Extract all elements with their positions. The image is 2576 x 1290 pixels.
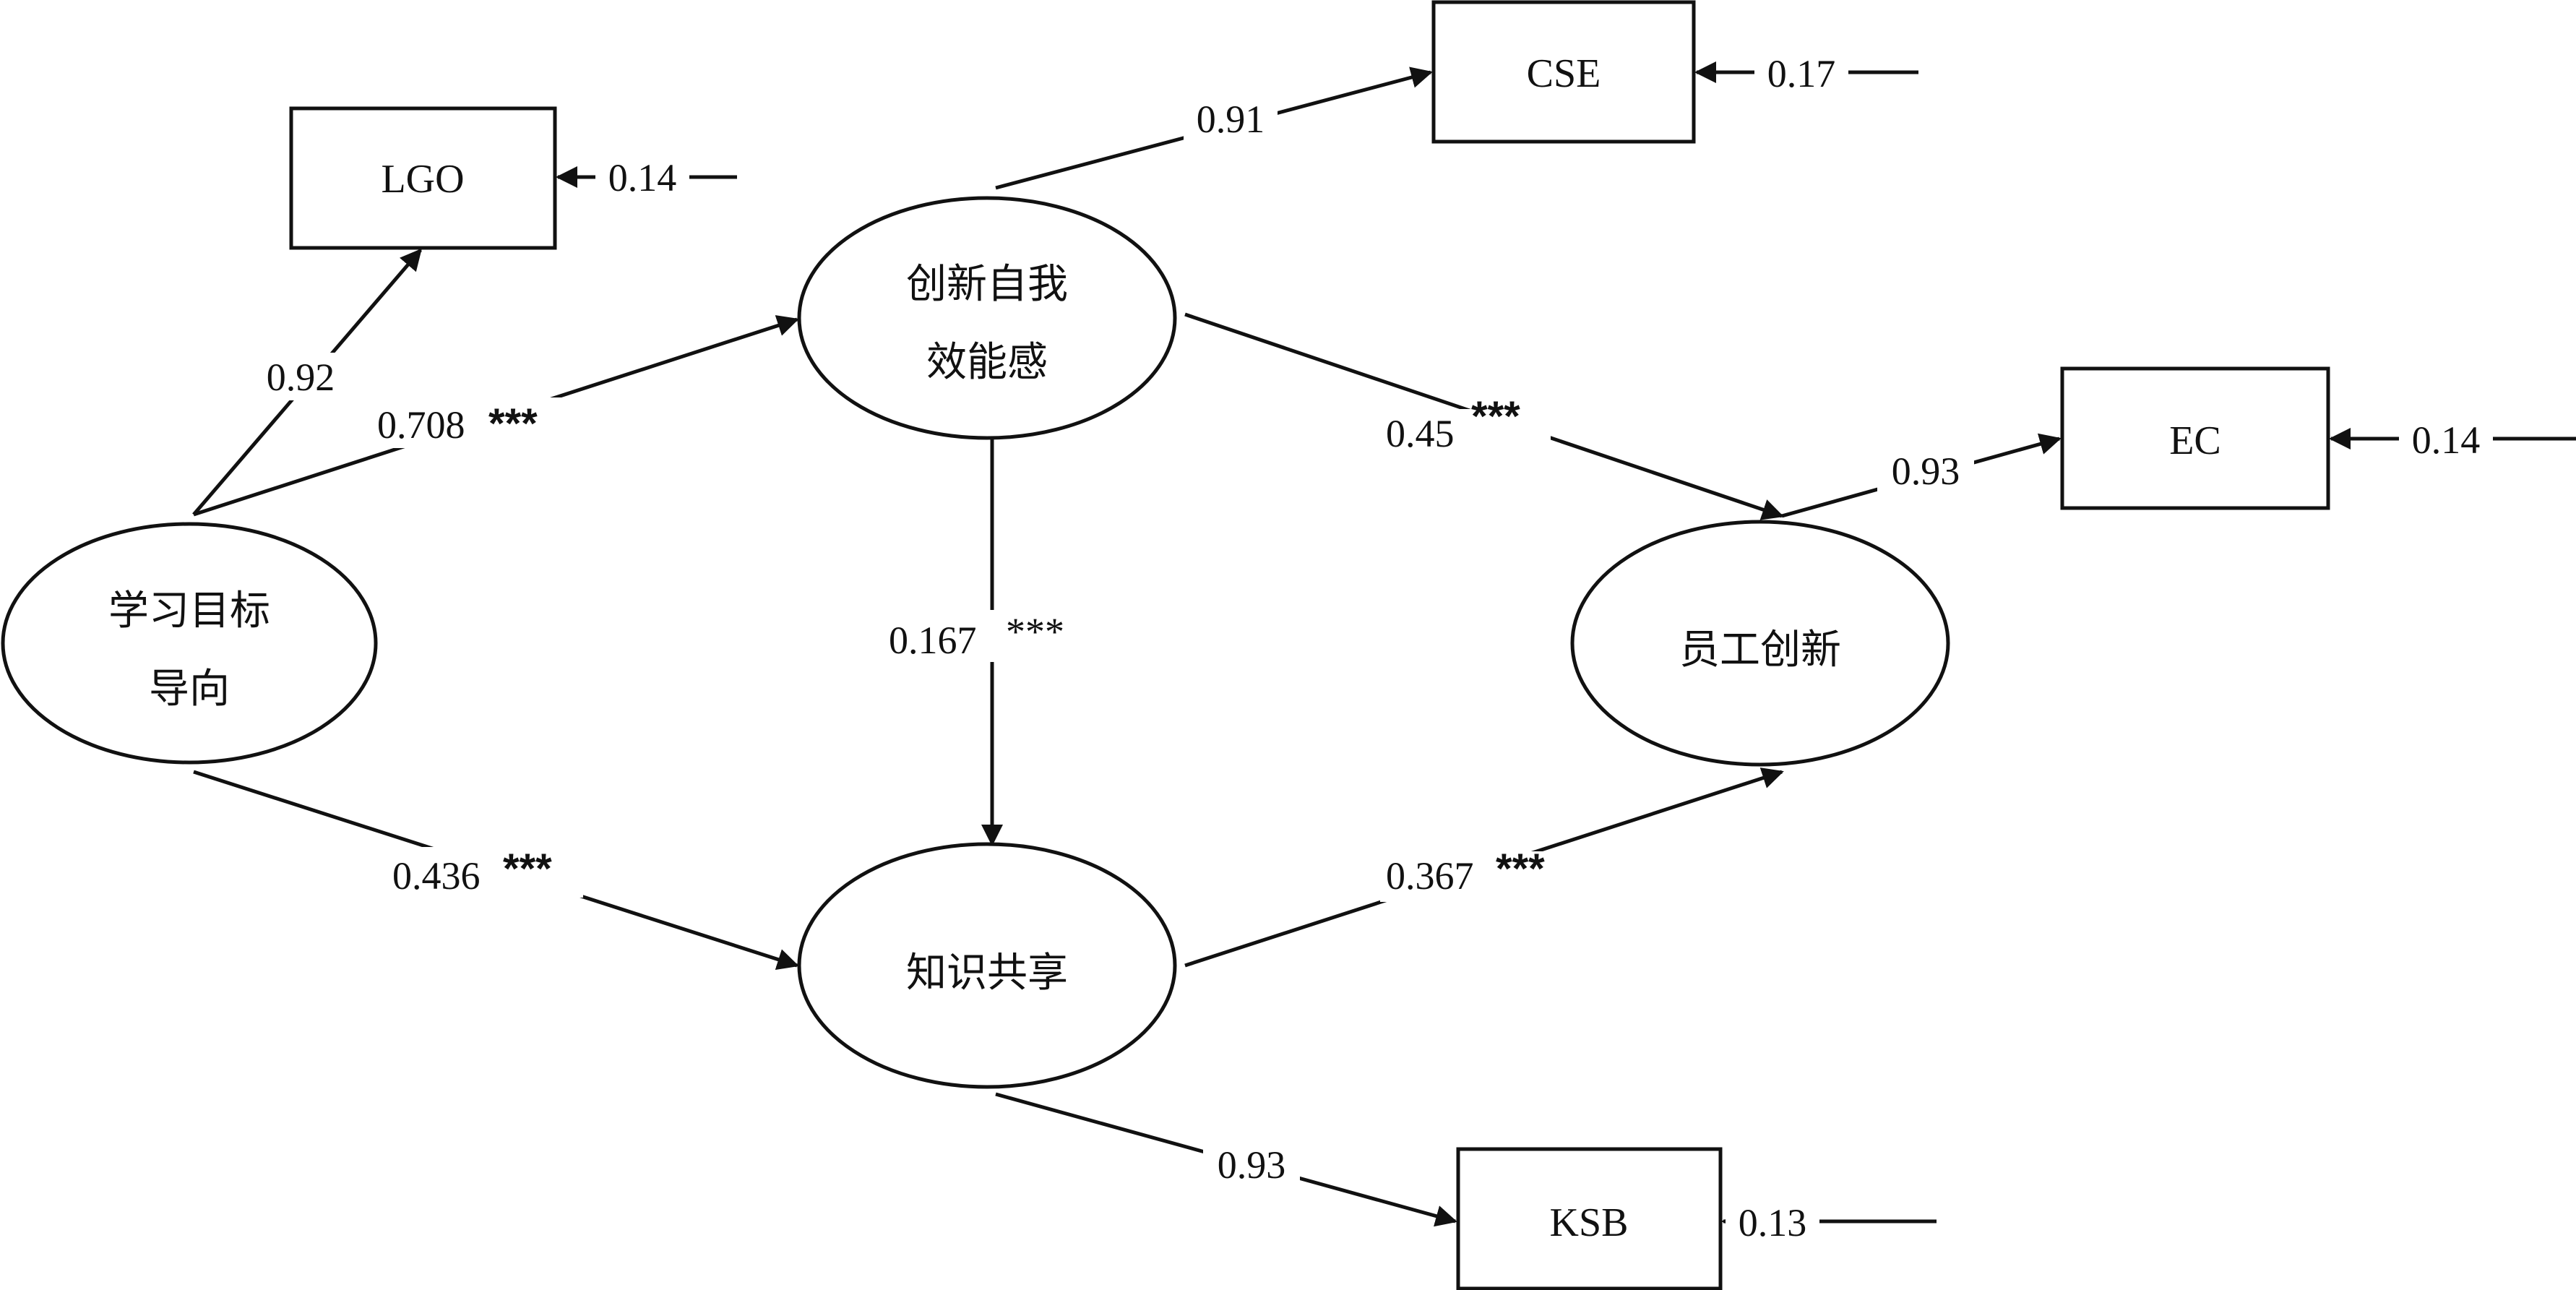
indicator-node-lgo: LGO xyxy=(289,106,557,250)
latent-label-line-1: 知识共享 xyxy=(906,951,1068,996)
significance-stars: *** xyxy=(1496,846,1545,893)
path-label-ks-to-ei: 0.367 *** xyxy=(1386,846,1545,898)
path-coefficient: 0.436 xyxy=(392,854,481,898)
loading-label-ksb: 0.93 xyxy=(1218,1143,1286,1187)
indicator-label: CSE xyxy=(1527,51,1601,96)
latent-node-learning-goal-orientation: 学习目标 导向 xyxy=(1,522,378,765)
loading-label-cse: 0.91 xyxy=(1197,98,1265,141)
path-coefficient: 0.708 xyxy=(377,403,465,447)
indicator-label: KSB xyxy=(1550,1200,1629,1245)
path-label-lgo-to-cse: 0.708 *** xyxy=(377,400,538,447)
significance-stars: *** xyxy=(1006,610,1064,653)
latent-label-line-1: 创新自我 xyxy=(906,262,1068,307)
path-coefficient: 0.45 xyxy=(1386,412,1455,455)
error-label-ec: 0.14 xyxy=(2412,418,2481,462)
error-label-lgo: 0.14 xyxy=(608,156,677,199)
path-label-cse-to-ks: 0.167 *** xyxy=(889,610,1064,662)
latent-label-line-1: 员工创新 xyxy=(1679,628,1841,673)
indicator-label: EC xyxy=(2169,418,2221,463)
path-label-lgo-to-ks: 0.436 *** xyxy=(392,846,552,898)
indicator-label: LGO xyxy=(381,157,464,202)
latent-node-knowledge-sharing: 知识共享 xyxy=(797,842,1177,1089)
path-label-cse-to-ei: 0.45 *** xyxy=(1386,393,1520,455)
latent-label-line-2: 效能感 xyxy=(926,340,1048,385)
latent-label-line-1: 学习目标 xyxy=(108,589,270,634)
latent-node-creative-self-efficacy: 创新自我 效能感 xyxy=(797,196,1177,440)
loading-label-lgo: 0.92 xyxy=(267,356,335,399)
latent-label-line-2: 导向 xyxy=(149,667,230,712)
significance-stars: *** xyxy=(503,846,552,893)
loading-label-ec: 0.93 xyxy=(1892,450,1960,493)
significance-stars: *** xyxy=(488,400,538,447)
indicator-node-ksb: KSB xyxy=(1456,1147,1723,1290)
path-coefficient: 0.167 xyxy=(889,619,977,662)
latent-node-employee-innovation: 员工创新 xyxy=(1570,520,1950,767)
indicator-node-ec: EC xyxy=(2060,366,2330,510)
path-coefficient: 0.367 xyxy=(1386,854,1474,898)
indicator-node-cse: CSE xyxy=(1431,0,1696,144)
error-label-ksb: 0.13 xyxy=(1739,1201,1807,1244)
label-backgrounds xyxy=(249,50,2493,1244)
error-label-cse: 0.17 xyxy=(1767,52,1836,95)
significance-stars: *** xyxy=(1471,393,1520,440)
